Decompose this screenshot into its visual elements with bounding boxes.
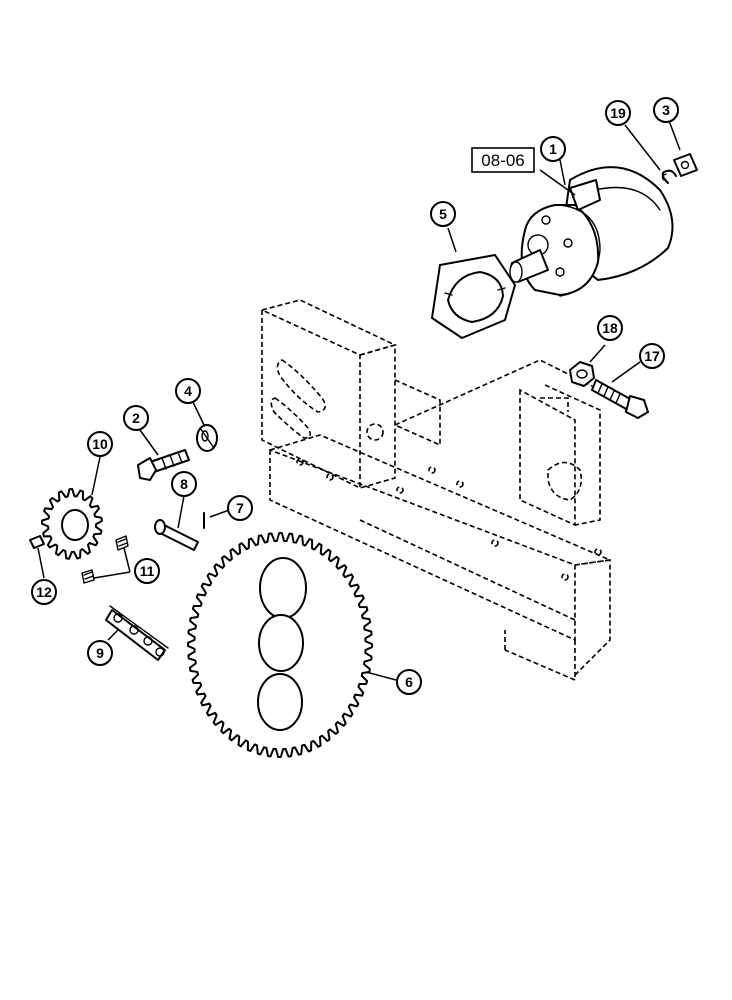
svg-text:10: 10 <box>92 436 108 452</box>
svg-text:19: 19 <box>610 105 626 121</box>
callout-17: 17 <box>639 343 665 369</box>
svg-text:9: 9 <box>96 645 104 661</box>
svg-text:3: 3 <box>662 102 670 118</box>
callout-9: 9 <box>87 640 113 666</box>
small-sprocket <box>41 488 103 560</box>
svg-text:4: 4 <box>184 383 192 399</box>
callout-5: 5 <box>430 201 456 227</box>
callout-3: 3 <box>653 97 679 123</box>
callouts: 1 2 3 4 5 6 7 8 9 10 11 12 17 18 19 <box>31 97 679 695</box>
svg-text:17: 17 <box>644 348 660 364</box>
hex-nut <box>569 361 595 387</box>
reference-box: 08-06 <box>471 147 535 173</box>
svg-text:2: 2 <box>132 410 140 426</box>
callout-7: 7 <box>227 495 253 521</box>
reference-label: 08-06 <box>481 151 524 170</box>
clevis-pin <box>154 519 199 551</box>
svg-text:18: 18 <box>602 320 618 336</box>
key <box>29 535 45 549</box>
callout-11: 11 <box>134 558 160 584</box>
adapter-plate <box>431 254 516 339</box>
svg-text:12: 12 <box>36 584 52 600</box>
svg-text:1: 1 <box>549 141 557 157</box>
callout-19: 19 <box>605 100 631 126</box>
callout-4: 4 <box>175 378 201 404</box>
leader-lines <box>37 117 681 681</box>
chain-link <box>105 605 169 661</box>
callout-6: 6 <box>396 669 422 695</box>
washer <box>196 424 218 452</box>
bolt-17 <box>591 379 649 419</box>
square-nut <box>673 153 698 177</box>
hydraulic-motor <box>509 166 674 297</box>
svg-text:7: 7 <box>236 500 244 516</box>
svg-text:6: 6 <box>405 674 413 690</box>
callout-8: 8 <box>171 471 197 497</box>
bolt-2 <box>137 449 190 481</box>
callout-1: 1 <box>540 136 566 162</box>
callout-12: 12 <box>31 579 57 605</box>
svg-text:8: 8 <box>180 476 188 492</box>
large-sprocket <box>187 532 373 758</box>
set-screws <box>81 535 129 584</box>
snap-ring <box>661 169 677 184</box>
callout-2: 2 <box>123 405 149 431</box>
svg-text:5: 5 <box>439 206 447 222</box>
svg-text:11: 11 <box>140 563 155 579</box>
callout-10: 10 <box>87 431 113 457</box>
callout-18: 18 <box>597 315 623 341</box>
